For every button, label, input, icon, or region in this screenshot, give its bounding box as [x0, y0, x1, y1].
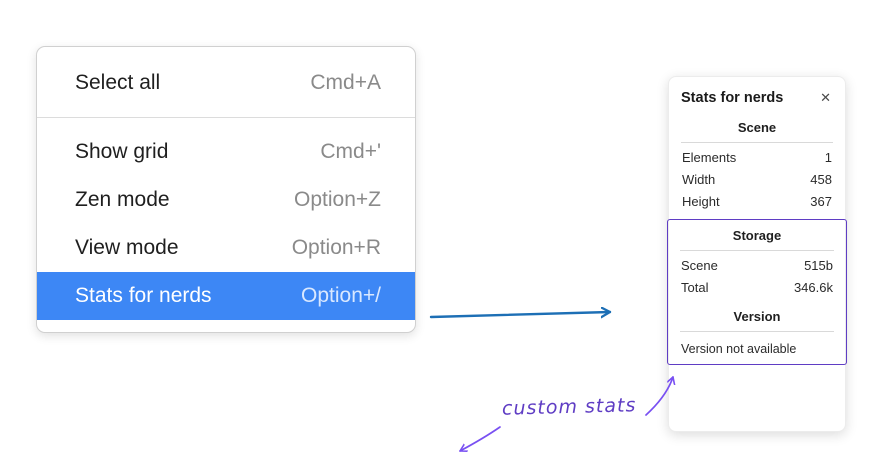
menu-item-shortcut: Cmd+A: [310, 71, 381, 94]
stat-label: Height: [682, 194, 720, 209]
version-note: Version not available: [681, 342, 797, 356]
annotation-arrow-down-left: [459, 426, 501, 451]
menu-item-label: Stats for nerds: [75, 284, 212, 307]
stat-row-height: Height 367: [681, 187, 833, 209]
menu-item-label: View mode: [75, 236, 179, 259]
section-heading-version: Version: [680, 309, 834, 332]
menu-item-label: Select all: [75, 71, 161, 94]
menu-item-label: Zen mode: [75, 188, 170, 211]
section-heading-scene: Scene: [681, 120, 833, 143]
stat-label: Elements: [682, 150, 737, 165]
menu-item-show-grid[interactable]: Show grid Cmd+': [37, 128, 415, 176]
menu-to-panel-arrow: [429, 312, 612, 317]
menu-item-shortcut: Option+R: [291, 236, 381, 259]
annotation-custom-stats: custom stats: [501, 394, 637, 420]
stat-value: 515b: [804, 258, 833, 273]
menu-item-select-all[interactable]: Select all Cmd+A: [37, 59, 415, 107]
stat-value: 1: [824, 150, 832, 165]
menu-divider: [37, 117, 415, 118]
stat-row-elements: Elements 1: [681, 143, 833, 165]
section-heading-storage: Storage: [680, 222, 834, 251]
stat-value: 346.6k: [793, 280, 833, 295]
close-icon[interactable]: ✕: [820, 90, 831, 105]
stats-panel: Stats for nerds ✕ Scene Elements 1 Width…: [667, 76, 847, 432]
stats-panel-title: Stats for nerds: [681, 89, 784, 106]
stat-label: Total: [681, 280, 709, 295]
stats-panel-header: Stats for nerds ✕: [681, 89, 833, 106]
menu-item-view-mode[interactable]: View mode Option+R: [37, 224, 415, 272]
stat-row-scene-size: Scene 515b: [680, 251, 834, 273]
stat-label: Width: [682, 172, 716, 187]
context-menu: Select all Cmd+A Show grid Cmd+' Zen mod…: [36, 46, 416, 333]
menu-item-stats-for-nerds[interactable]: Stats for nerds Option+/: [37, 272, 415, 320]
menu-item-shortcut: Option+Z: [294, 188, 381, 211]
menu-item-shortcut: Cmd+': [320, 140, 381, 163]
stat-row-width: Width 458: [681, 165, 833, 187]
stat-value: 458: [810, 172, 832, 187]
stat-row-total-size: Total 346.6k: [680, 273, 834, 295]
stat-value: 367: [810, 194, 832, 209]
menu-item-zen-mode[interactable]: Zen mode Option+Z: [37, 176, 415, 224]
menu-item-label: Show grid: [75, 140, 169, 163]
menu-item-shortcut: Option+/: [301, 284, 381, 307]
custom-stats-highlight-box: Storage Scene 515b Total 346.6k Version …: [667, 219, 847, 365]
stat-label: Scene: [681, 258, 718, 273]
